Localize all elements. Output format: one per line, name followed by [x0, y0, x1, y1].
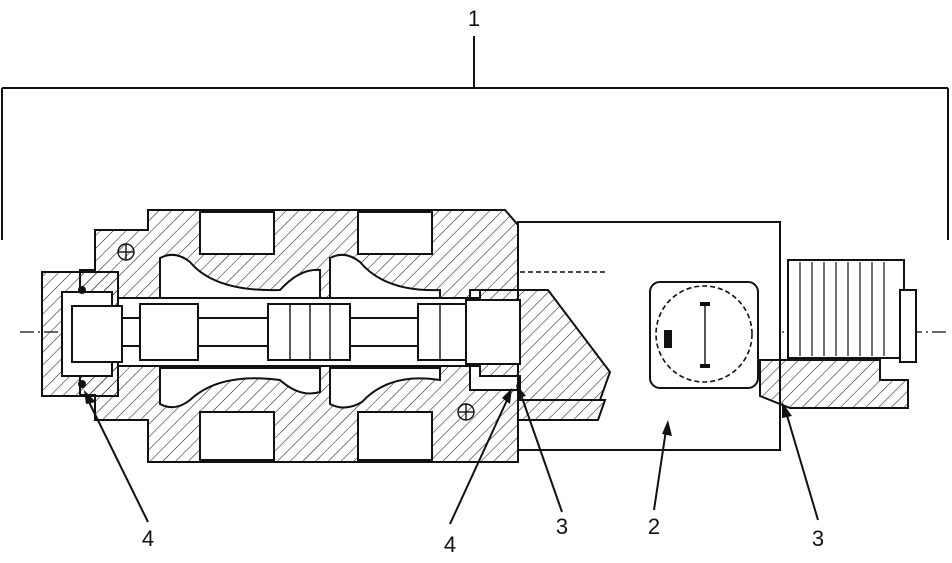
- callout-3-right: 3: [812, 526, 824, 551]
- solenoid-housing: [465, 221, 781, 451]
- callout-2: 2: [648, 514, 660, 539]
- spool: [109, 303, 531, 361]
- callout-3-center: 3: [556, 514, 568, 539]
- leader-lines: [84, 384, 819, 525]
- right-manual-override-nut: [759, 259, 917, 409]
- callout-4-center: 4: [444, 532, 456, 557]
- left-end-cap: [41, 271, 123, 397]
- assembly-bracket: [1, 36, 949, 240]
- callout-1: 1: [468, 6, 480, 31]
- callout-4-left: 4: [142, 526, 154, 551]
